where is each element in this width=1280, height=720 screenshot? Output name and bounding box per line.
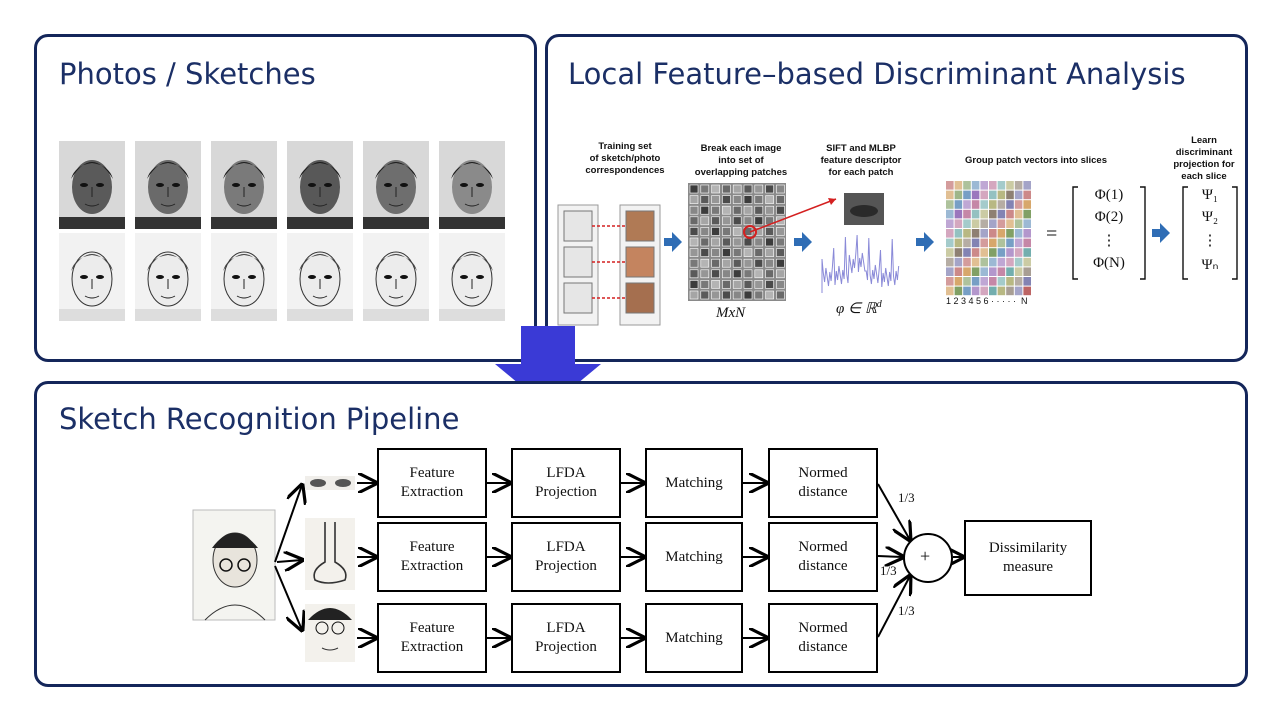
slice-axis-label: 1 2 3 4 5 6 · · · · · N [946, 296, 1028, 306]
psi-vector-1: Ψ₁ [1201, 187, 1219, 203]
sketch-1 [59, 233, 125, 321]
photo-4 [287, 141, 353, 229]
phi-vector: Φ(1) Φ(2) ⋮ Φ(N) [1078, 187, 1140, 277]
step-descriptor-label: SIFT and MLBP feature descriptor for eac… [820, 143, 902, 178]
phi-label: φ ∈ ℝd [836, 299, 882, 318]
photo-3 [211, 141, 277, 229]
phi-vector-2: Φ(2) [1094, 209, 1124, 225]
flow-down-arrow [495, 326, 601, 408]
lfda-panel-title: Local Feature–based Discriminant Analysi… [568, 57, 1186, 91]
grid-label: MxN [716, 305, 746, 321]
step-training-label: Training set of sketch/photo corresponde… [585, 141, 665, 176]
sketch-4 [287, 233, 353, 321]
slice-grid [946, 181, 1031, 296]
psi-vector-n: Ψₙ [1201, 257, 1219, 273]
sketch-2 [135, 233, 201, 321]
normed-distance-box-2: Normed distance [768, 522, 878, 592]
photos-panel-title: Photos / Sketches [59, 57, 316, 91]
photo-6 [439, 141, 505, 229]
step-patches-label: Break each image into set of overlapping… [694, 143, 788, 178]
training-pairs [557, 204, 661, 326]
phi-vector-1: Φ(1) [1094, 187, 1124, 203]
psi-vector: Ψ₁ Ψ₂ ⋮ Ψₙ [1188, 187, 1232, 277]
sketch-3 [211, 233, 277, 321]
sum-symbol: + [920, 546, 931, 566]
sketch-6 [439, 233, 505, 321]
descriptor-histogram [821, 234, 900, 293]
pipeline-panel-title: Sketch Recognition Pipeline [59, 402, 460, 436]
dissimilarity-box: Dissimilarity measure [964, 520, 1092, 596]
equals-sign: = [1046, 223, 1058, 245]
normed-distance-box-1: Normed distance [768, 448, 878, 518]
psi-vector-2: Ψ₂ [1201, 209, 1219, 225]
step-group-label: Group patch vectors into slices [964, 155, 1107, 166]
phi-vector-dots: ⋮ [1101, 233, 1117, 249]
sketch-5 [363, 233, 429, 321]
photo-1 [59, 141, 125, 229]
phi-vector-n: Φ(N) [1093, 255, 1125, 271]
lfda-diagram [557, 181, 1238, 326]
feature-extraction-box-2: Feature Extraction [377, 522, 487, 592]
weight-label-2: 1/3 [880, 563, 897, 578]
phi-label-text: φ ∈ ℝ [836, 301, 877, 317]
lfda-projection-box-2: LFDA Projection [511, 522, 621, 592]
step-learn-label: Learn discriminant projection for each s… [1173, 135, 1235, 182]
normed-distance-box-3: Normed distance [768, 603, 878, 673]
lfda-projection-box-3: LFDA Projection [511, 603, 621, 673]
photos-panel: Photos / Sketches [34, 34, 537, 362]
matching-box-3: Matching [645, 603, 743, 673]
step-arrows [664, 223, 1170, 252]
lfda-panel: Local Feature–based Discriminant Analysi… [545, 34, 1248, 362]
lfda-projection-box-1: LFDA Projection [511, 448, 621, 518]
weight-label-1: 1/3 [898, 490, 915, 505]
matching-box-1: Matching [645, 448, 743, 518]
phi-label-sup: d [876, 299, 882, 310]
weight-label-3: 1/3 [898, 603, 915, 618]
feature-extraction-box-1: Feature Extraction [377, 448, 487, 518]
feature-extraction-box-3: Feature Extraction [377, 603, 487, 673]
patch-grid [688, 183, 786, 301]
matching-box-2: Matching [645, 522, 743, 592]
psi-vector-dots: ⋮ [1202, 233, 1218, 249]
photo-5 [363, 141, 429, 229]
photo-2 [135, 141, 201, 229]
